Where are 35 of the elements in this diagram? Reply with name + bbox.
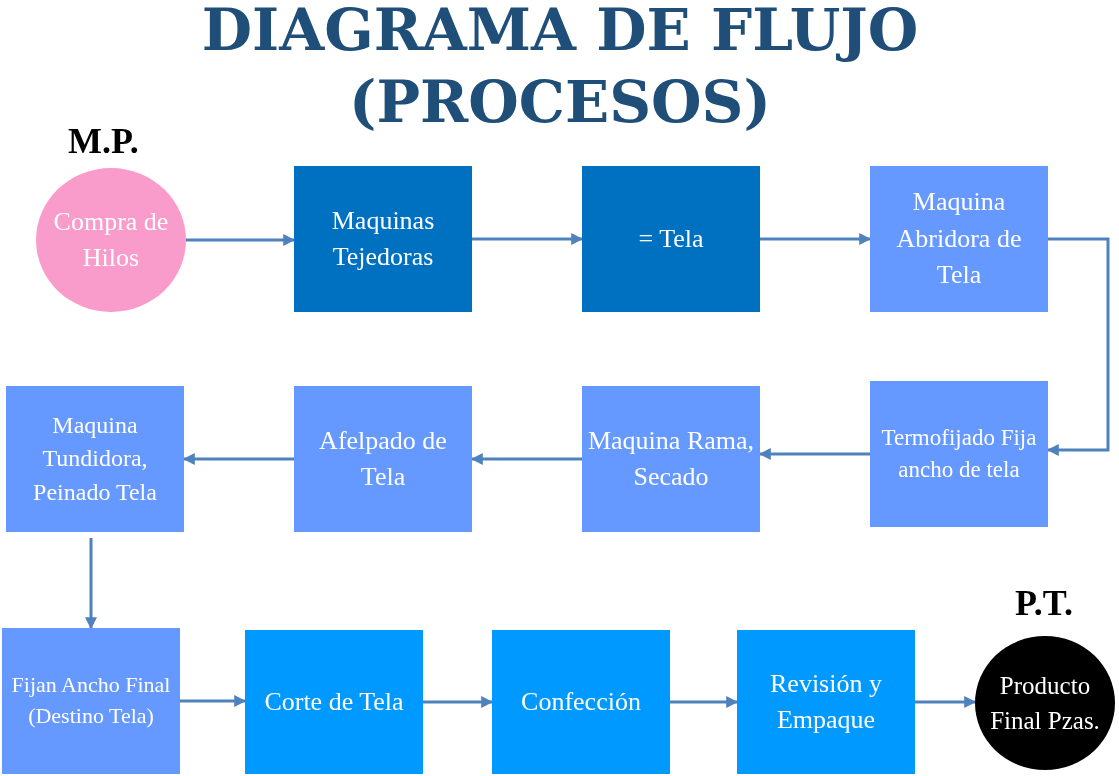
arrow: [180, 695, 247, 707]
node-label: Corte de Tela: [264, 685, 404, 718]
arrow: [915, 696, 977, 708]
arrow: [472, 233, 584, 245]
process-box: [294, 166, 472, 312]
arrow: [423, 696, 494, 708]
node-label: Confección: [521, 685, 641, 718]
process-box: [2, 628, 180, 774]
node-label: Afelpado de Tela: [318, 424, 448, 493]
process-box: [294, 386, 472, 532]
process-box: [870, 166, 1048, 312]
node-label: Maquinas Tejedoras: [330, 204, 436, 273]
node-label: Fijan Ancho Final (Destino Tela): [10, 671, 172, 730]
process-box: [737, 630, 915, 774]
process-box: [6, 386, 184, 532]
arrow: [186, 234, 296, 246]
arrow: [760, 233, 872, 245]
arrow: [670, 696, 739, 708]
stage-label: P.T.: [1015, 582, 1074, 624]
node-label: = Tela: [638, 222, 704, 255]
node-label: Maquina Abridora de Tela: [895, 186, 1023, 292]
node-label: Maquina Tundidora, Peinado Tela: [32, 410, 158, 507]
node-label: Termofijado Fija ancho de tela: [880, 423, 1038, 484]
node-label: Maquina Rama, Secado: [586, 424, 756, 493]
process-box: [582, 386, 760, 532]
process-box: [582, 166, 760, 312]
diagram-title: DIAGRAMA DE FLUJO (PROCESOS): [200, 0, 920, 138]
process-box: [870, 381, 1048, 527]
stage-label: M.P.: [68, 120, 139, 162]
process-box: [245, 630, 423, 774]
node-label: Producto Final Pzas.: [989, 671, 1101, 736]
node-label: Compra de Hilos: [52, 205, 170, 274]
process-box: [492, 630, 670, 774]
node-label: Revisión y Empaque: [769, 667, 883, 736]
arrow: [85, 538, 97, 630]
